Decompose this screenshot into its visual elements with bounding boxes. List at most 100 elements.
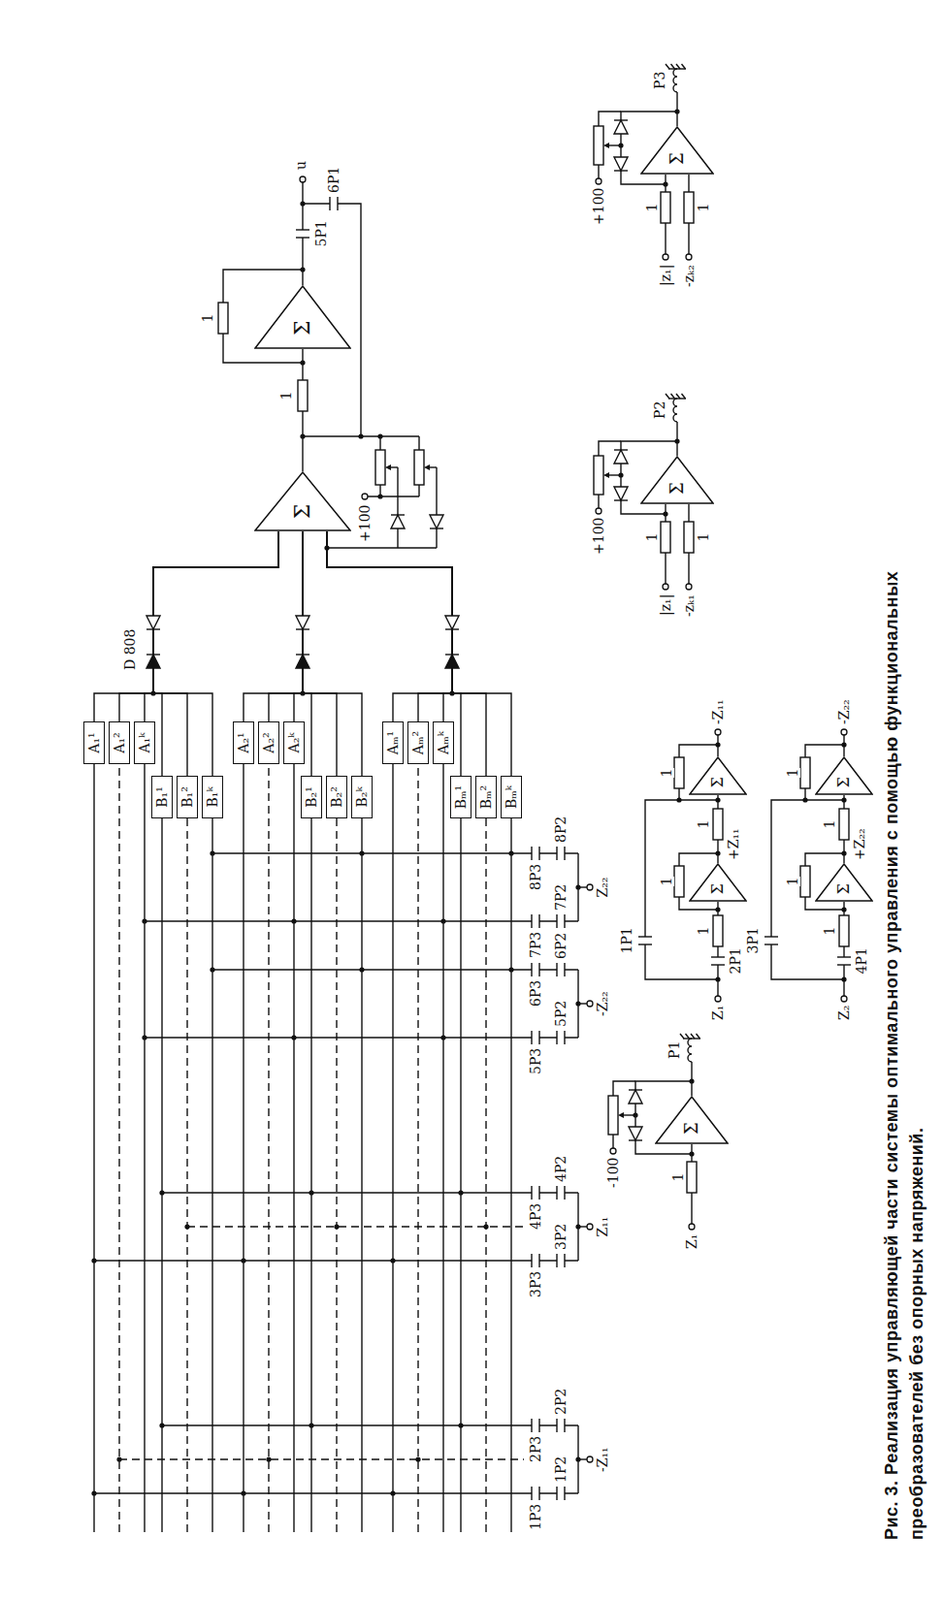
terminal xyxy=(715,729,721,736)
coefficient-block: A₂² xyxy=(258,721,280,765)
amplifier-triangle xyxy=(654,1096,729,1145)
block-label: B₁ᵏ xyxy=(204,787,221,809)
relay-contact xyxy=(555,846,557,861)
diode-bar xyxy=(628,1089,643,1091)
junction-dot xyxy=(159,1423,164,1429)
junction-dot xyxy=(91,1258,97,1264)
block-label: A₁ᵏ xyxy=(136,733,153,754)
junction-dot xyxy=(662,511,668,517)
circuit-label: |z₁| xyxy=(657,593,674,618)
terminal xyxy=(662,584,669,590)
junction-dot xyxy=(141,918,147,924)
junction-dot xyxy=(508,967,514,973)
relay-wire xyxy=(212,852,579,854)
resistor-symbol xyxy=(674,866,684,898)
terminal xyxy=(610,1148,617,1155)
circuit-label: 4P1 xyxy=(853,946,870,976)
bus-line xyxy=(292,764,294,1533)
contact-gap xyxy=(556,845,565,862)
circuit-label: 5P2 xyxy=(552,1000,569,1029)
contact-gap xyxy=(556,962,565,978)
summing-amplifier: Σ xyxy=(254,285,352,350)
coefficient-block: B₂ᵏ xyxy=(351,776,373,819)
triangle-outline xyxy=(815,757,873,795)
circuit-label: 5P1 xyxy=(313,219,329,248)
triangle-outline xyxy=(655,1097,728,1144)
circuit-label: 1 xyxy=(199,313,216,325)
diode-symbol xyxy=(146,654,161,669)
diode-bar xyxy=(146,628,161,630)
terminal xyxy=(688,1224,695,1231)
relay-contact xyxy=(711,964,725,966)
circuit-label: 2P3 xyxy=(527,1435,544,1464)
block-label: B₁¹ xyxy=(154,786,170,809)
amplifier-triangle xyxy=(814,756,874,796)
junction-dot xyxy=(841,850,846,856)
circuit-label: +100 xyxy=(590,187,607,227)
bus-line xyxy=(93,764,95,1533)
sigma-sign: Σ xyxy=(710,877,726,903)
junction-dot xyxy=(440,918,446,924)
wire xyxy=(396,467,398,549)
circuit-label: 3P3 xyxy=(527,1270,544,1300)
summing-amplifier: Σ xyxy=(254,471,352,532)
diode-symbol xyxy=(628,1090,643,1105)
circuit-label: 1P1 xyxy=(618,926,635,955)
sigma-sign: Σ xyxy=(682,1112,701,1145)
block-label: A₂¹ xyxy=(235,732,252,753)
relay-contact xyxy=(563,1186,565,1201)
circuit-label: 1 xyxy=(821,819,838,831)
coefficient-block: Aₘᵏ xyxy=(432,721,455,765)
wire xyxy=(716,735,718,757)
junction-dot xyxy=(299,266,305,272)
wiper-arrow xyxy=(603,472,610,479)
diode-symbol xyxy=(445,616,459,630)
junction-dot xyxy=(457,1190,463,1196)
terminal xyxy=(586,884,593,891)
connector xyxy=(243,531,303,722)
junction-dot xyxy=(150,690,156,696)
relay-contact xyxy=(328,196,330,211)
relay-wire xyxy=(144,1037,579,1039)
resistor-symbol xyxy=(674,757,684,789)
resistor-symbol xyxy=(218,302,228,334)
relay-contact xyxy=(538,846,540,861)
diode-symbol xyxy=(614,487,628,501)
relay-contact xyxy=(555,1487,557,1501)
relay-contact xyxy=(530,846,532,861)
wiper-arrow xyxy=(385,464,391,471)
terminal xyxy=(586,1001,593,1008)
relay-contact xyxy=(638,936,652,938)
contact-gap xyxy=(556,1030,565,1046)
junction-dot xyxy=(308,1190,314,1196)
relay-contact xyxy=(711,956,725,958)
diode-bar xyxy=(614,119,628,121)
junction-dot xyxy=(449,690,455,696)
relay-wire xyxy=(212,969,579,971)
circuit-label: P2 xyxy=(651,400,668,421)
bus-line xyxy=(267,764,269,1533)
circuit-label: 1 xyxy=(658,768,675,780)
connector xyxy=(326,531,453,722)
junction-dot xyxy=(299,433,305,439)
circuit-label: 1 xyxy=(695,202,712,214)
junction-dot xyxy=(715,907,720,912)
terminal xyxy=(685,584,692,590)
relay-coil xyxy=(673,398,678,423)
summing-amplifier: Σ xyxy=(654,1096,729,1145)
junction-dot xyxy=(715,850,720,856)
junction-dot xyxy=(715,797,720,803)
sigma-sign: Σ xyxy=(292,491,314,532)
junction-dot xyxy=(116,1457,122,1463)
diode-bar xyxy=(628,1139,643,1141)
junction-dot xyxy=(377,493,383,499)
relay-contact xyxy=(538,1487,540,1501)
potentiometer-symbol xyxy=(414,450,424,486)
circuit-label: 1P3 xyxy=(527,1503,544,1532)
amplifier-triangle xyxy=(640,455,715,505)
bus-line xyxy=(118,764,120,1533)
junction-dot xyxy=(333,1224,339,1230)
diode-symbol xyxy=(614,120,628,134)
junction-dot xyxy=(308,1423,314,1429)
